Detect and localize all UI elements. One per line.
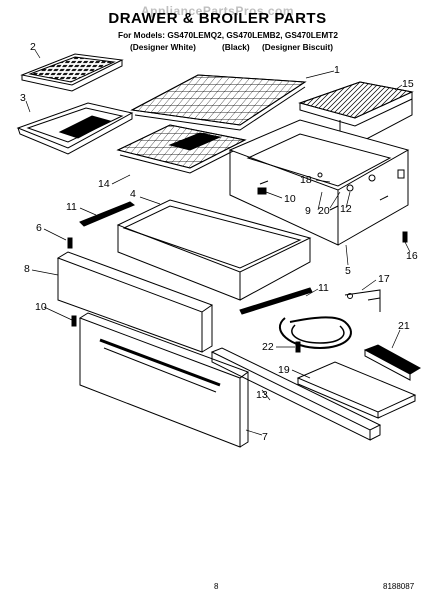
variant-black: (Black) [222, 42, 250, 52]
callout-9: 9 [305, 205, 311, 217]
callout-18: 18 [300, 174, 312, 186]
callout-2: 2 [30, 41, 36, 53]
drawer-rail-right [239, 287, 313, 315]
drip-tray [296, 361, 417, 419]
callout-6: 6 [36, 222, 42, 234]
leader-lines [25, 49, 411, 436]
callout-5: 5 [345, 265, 351, 277]
variant-biscuit: (Designer Biscuit) [262, 42, 333, 52]
document-code: 8188087 [383, 582, 415, 591]
broiler-frame [228, 119, 410, 246]
callout-21: 21 [398, 320, 410, 332]
callout-19: 19 [278, 364, 290, 376]
broil-burner [278, 289, 381, 350]
callout-1: 1 [334, 64, 340, 76]
callout-8: 8 [24, 263, 30, 275]
callout-15: 15 [402, 78, 414, 90]
lower-trim [210, 347, 382, 441]
oven-rack [130, 74, 307, 131]
drawer-rail-left [79, 201, 135, 227]
screw-6 [67, 237, 73, 249]
callout-12: 12 [340, 203, 352, 215]
callout-17: 17 [378, 273, 390, 285]
watermark: AppliancePartsPros.com [140, 4, 295, 18]
callout-10-left: 10 [35, 301, 47, 313]
screw-22 [295, 341, 301, 353]
callout-14: 14 [98, 178, 110, 190]
callout-22: 22 [262, 341, 274, 353]
callout-11-left: 11 [66, 201, 77, 213]
callout-16: 16 [406, 250, 418, 262]
callout-11-right: 11 [318, 282, 329, 294]
oven-rack-lower [116, 124, 247, 174]
callout-4: 4 [130, 188, 136, 200]
heat-shield [363, 344, 422, 381]
drawer-tray [116, 199, 312, 301]
callout-13: 13 [256, 389, 268, 401]
broiler-grid [20, 53, 124, 92]
page-title: DRAWER & BROILER PARTS [108, 10, 327, 27]
model-list: For Models: GS470LEMQ2, GS470LEMB2, GS47… [118, 30, 338, 40]
screw-16 [402, 231, 408, 243]
drawer-front [78, 312, 250, 448]
variant-white: (Designer White) [130, 42, 196, 52]
screw-10-left [71, 315, 77, 327]
drawer-panel [56, 251, 214, 353]
screw-10-right [257, 187, 267, 195]
callout-10-right: 10 [284, 193, 296, 205]
callout-20: 20 [318, 205, 330, 217]
callout-3: 3 [20, 92, 26, 104]
callout-7: 7 [262, 431, 268, 443]
page-number: 8 [214, 582, 219, 591]
broiler-pan [16, 102, 134, 155]
